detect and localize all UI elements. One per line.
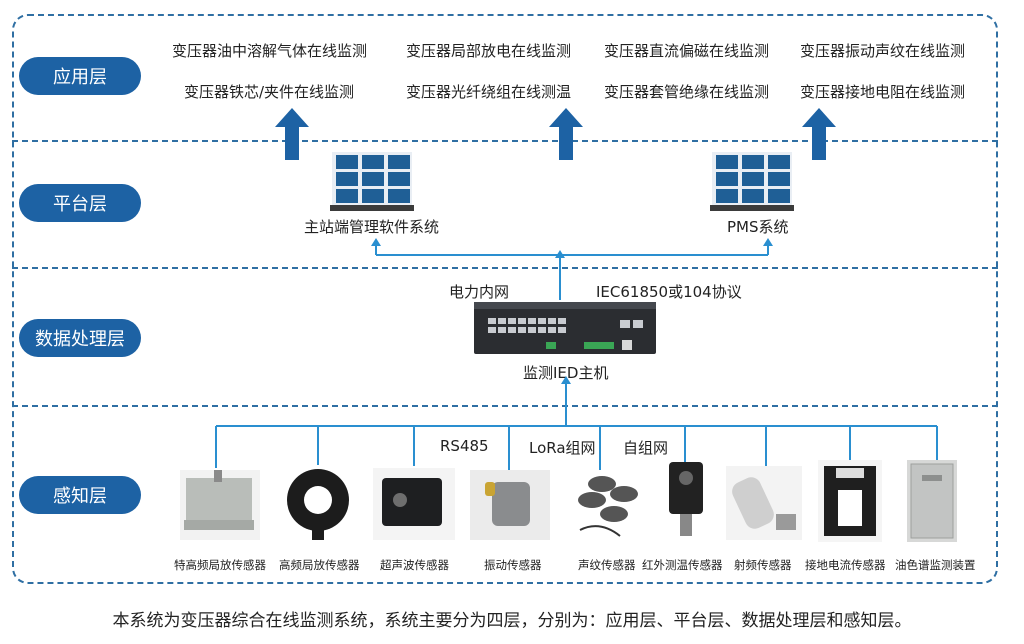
layer-label-platform: 平台层 (19, 184, 141, 222)
grounding-current-sensor-icon (818, 460, 882, 542)
app-item-core-clamp: 变压器铁芯/夹件在线监测 (184, 83, 355, 101)
platform-main-station-label: 主站端管理软件系统 (304, 218, 440, 236)
sensor-label-hf-pd: 高频局放传感器 (279, 558, 360, 572)
up-arrow-icon (802, 108, 836, 160)
sensor-label-ultrasonic: 超声波传感器 (380, 558, 449, 572)
protocol-rs485: RS485 (440, 437, 489, 455)
app-item-dc-bias: 变压器直流偏磁在线监测 (604, 42, 770, 60)
rf-sensor-icon (726, 466, 802, 540)
sensor-label-infrared-temp: 红外测温传感器 (642, 558, 723, 572)
network-label: 电力内网 (449, 283, 510, 301)
voiceprint-sensor-icon (578, 476, 638, 537)
server-cluster-icon (330, 152, 414, 211)
divider-app-platform (12, 140, 998, 142)
arrow-head-icon (555, 250, 565, 258)
layer-label-application: 应用层 (19, 57, 141, 95)
protocol-label: IEC61850或104协议 (596, 283, 742, 301)
sensor-label-grounding-current: 接地电流传感器 (805, 558, 886, 572)
sensor-label-vibration: 振动传感器 (484, 558, 542, 572)
hf-pd-sensor-icon (278, 468, 358, 540)
server-cluster-icon (710, 152, 794, 211)
ied-host-label: 监测IED主机 (523, 364, 609, 382)
sensor-label-uhf-pd: 特高频局放传感器 (174, 558, 266, 572)
sensor-label-voiceprint: 声纹传感器 (578, 558, 636, 572)
app-item-bushing-insulation: 变压器套管绝缘在线监测 (604, 83, 770, 101)
arrow-head-icon (371, 238, 381, 246)
layer-label-perception: 感知层 (19, 476, 141, 514)
arrow-head-icon (561, 376, 571, 384)
layer-label-data-processing: 数据处理层 (19, 319, 141, 357)
protocol-lora: LoRa组网 (529, 439, 596, 457)
sensor-label-oil-chromatography: 油色谱监测装置 (895, 558, 976, 572)
app-item-vibration-voiceprint: 变压器振动声纹在线监测 (800, 42, 966, 60)
app-item-fiber-winding-temp: 变压器光纤绕组在线测温 (406, 83, 572, 101)
app-item-partial-discharge: 变压器局部放电在线监测 (406, 42, 572, 60)
divider-data-perception (12, 405, 998, 407)
app-item-dissolved-gas: 变压器油中溶解气体在线监测 (172, 42, 368, 60)
oil-chromatography-device-icon (907, 460, 957, 542)
figure-caption: 本系统为变压器综合在线监测系统，系统主要分为四层，分别为：应用层、平台层、数据处… (112, 611, 912, 631)
system-frame (12, 14, 998, 584)
vibration-sensor-icon (470, 470, 550, 540)
divider-platform-data (12, 267, 998, 269)
arrow-head-icon (763, 238, 773, 246)
infrared-temp-sensor-icon (669, 462, 703, 536)
sensor-label-rf: 射频传感器 (734, 558, 792, 572)
up-arrow-icon (275, 108, 309, 160)
ied-host-device-icon (474, 302, 656, 354)
platform-pms-label: PMS系统 (727, 218, 789, 236)
up-arrow-icon (549, 108, 583, 160)
protocol-adhoc: 自组网 (623, 439, 669, 457)
ultrasonic-sensor-icon (373, 468, 455, 540)
app-item-grounding-resistance: 变压器接地电阻在线监测 (800, 83, 966, 101)
uhf-pd-sensor-icon (180, 470, 260, 540)
